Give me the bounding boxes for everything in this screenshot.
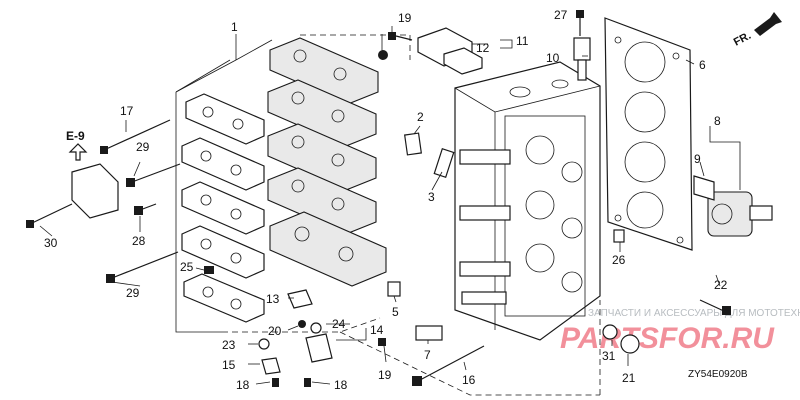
- callout-part-27: 27: [554, 8, 568, 22]
- callout-part-16: 16: [462, 373, 476, 387]
- callout-part-31: 31: [602, 349, 616, 363]
- callout-part-23: 23: [222, 338, 236, 352]
- cylinder-head-gasket: [604, 17, 693, 251]
- callout-part-29-top: 29: [136, 140, 150, 154]
- callout-part-18-left: 18: [236, 378, 250, 392]
- callout-part-21: 21: [622, 371, 636, 385]
- callout-part-13: 13: [266, 292, 280, 306]
- callout-part-20: 20: [268, 324, 282, 338]
- callout-part-30: 30: [44, 236, 58, 250]
- rocker-arm-set-left: [181, 93, 265, 323]
- cylinder-head-block: [454, 61, 601, 341]
- bracket-part-1: [175, 38, 273, 333]
- callout-part-1: 1: [231, 20, 238, 34]
- leader-lines: [39, 26, 741, 385]
- watermark-logo: PARTSFOR.RU: [560, 322, 775, 355]
- callout-part-18-right: 18: [334, 378, 348, 392]
- callout-part-26: 26: [612, 253, 626, 267]
- callout-part-7: 7: [424, 348, 431, 362]
- callout-part-2: 2: [417, 110, 424, 124]
- callout-part-9: 9: [694, 152, 701, 166]
- assembly-guide-lines: [232, 34, 601, 396]
- callout-part-14: 14: [370, 323, 384, 337]
- callout-part-28: 28: [132, 234, 146, 248]
- camshaft-holder-set: [267, 37, 387, 287]
- callout-part-6: 6: [699, 58, 706, 72]
- callout-part-10: 10: [546, 51, 560, 65]
- diagram-code: ZY54E0920B: [688, 369, 748, 380]
- front-direction-label: FR.: [732, 30, 753, 49]
- callout-part-22: 22: [714, 278, 728, 292]
- callout-part-17: 17: [120, 104, 134, 118]
- callout-part-24: 24: [332, 317, 346, 331]
- callout-part-25: 25: [180, 260, 194, 274]
- callout-part-19-bottom: 19: [378, 368, 392, 382]
- front-direction-arrow: FR.: [732, 12, 782, 49]
- part-callouts: 1 2 3 5 6 7 8 9 10 11 12 13 14 15 16 17 …: [44, 8, 728, 392]
- watermark-subtitle: ЗАПЧАСТИ И АКСЕССУАРЫ ДЛЯ МОТОТЕХНИКИ: [588, 308, 800, 319]
- callout-part-11: 11: [516, 34, 529, 48]
- callout-part-29-bottom: 29: [126, 286, 140, 300]
- reference-label: E-9: [66, 129, 85, 143]
- callout-part-3: 3: [428, 190, 435, 204]
- reference-arrow-e9: E-9: [66, 129, 88, 161]
- callout-part-8: 8: [714, 114, 721, 128]
- thermostat-cover: [417, 27, 483, 75]
- spool-valve-assembly: [693, 175, 773, 237]
- callout-part-15: 15: [222, 358, 236, 372]
- callout-part-19-top: 19: [398, 11, 412, 25]
- fastener-parts: [26, 10, 731, 387]
- callout-part-5: 5: [392, 305, 399, 319]
- callout-part-12: 12: [476, 41, 490, 55]
